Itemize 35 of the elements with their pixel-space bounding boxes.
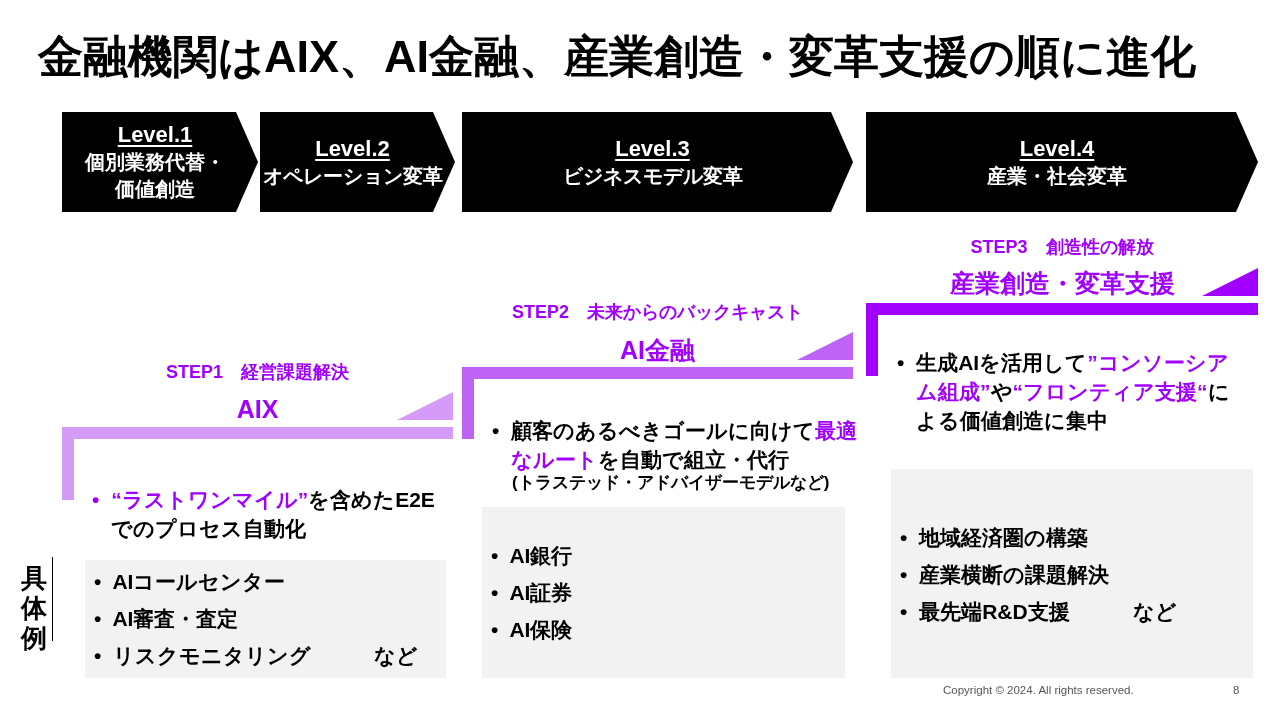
example-item: • AI審査・査定 bbox=[94, 606, 239, 632]
bullet-text: • 生成AIを活用して”コンソーシアム組成”や“フロンティア支援“による価値創造に集中 bbox=[897, 350, 1231, 434]
step-heading: STEP2 未来からのバックキャスト bbox=[512, 301, 803, 323]
level-description: 個別業務代替・価値創造 bbox=[84, 150, 226, 202]
example-item: • AIコールセンター bbox=[94, 569, 286, 595]
bullet-text: • “ラストワンマイル”を含めたE2Eでのプロセス自動化 bbox=[92, 487, 436, 542]
step-title: 産業創造・変革支援 bbox=[949, 268, 1175, 298]
example-item: • AI保険 bbox=[491, 617, 573, 643]
example-item: • AI証券 bbox=[491, 580, 573, 606]
level-description: オペレーション変革 bbox=[262, 163, 443, 189]
example-item: • 最先端R&D支援 など bbox=[900, 599, 1177, 626]
level-banner bbox=[462, 112, 853, 212]
level-label: Level.4 bbox=[1019, 134, 1095, 163]
step-heading: STEP3 創造性の解放 bbox=[970, 236, 1154, 258]
level-description: ビジネスモデル変革 bbox=[562, 163, 743, 189]
vertical-label: 具体例 bbox=[20, 563, 47, 653]
level-banner bbox=[260, 112, 455, 212]
page-title: 金融機関はAIX、AI金融、産業創造・変革支援の順に進化 bbox=[38, 30, 1196, 84]
example-item: • AI銀行 bbox=[491, 543, 573, 569]
step-title: AIX bbox=[236, 394, 279, 424]
level-label: Level.1 bbox=[117, 121, 193, 149]
level-description: 産業・社会変革 bbox=[987, 163, 1127, 189]
page-number: 8 bbox=[1233, 683, 1240, 697]
level-label: Level.3 bbox=[615, 134, 690, 163]
copyright-text: Copyright © 2024. All rights reserved. bbox=[943, 683, 1134, 697]
step-title: AI金融 bbox=[620, 335, 695, 365]
level-banner bbox=[62, 112, 258, 212]
step-heading: STEP1 経営課題解決 bbox=[166, 361, 349, 383]
example-item: • リスクモニタリング など bbox=[94, 643, 419, 670]
bullet-text: • 顧客のあるべきゴールに向けて最適なルートを自動で組立・代行 bbox=[492, 418, 859, 474]
example-item: • 産業横断の課題解決 bbox=[900, 562, 1110, 588]
level-banner bbox=[866, 112, 1258, 212]
level-label: Level.2 bbox=[315, 134, 390, 163]
note-text: (トラステッド・アドバイザーモデルなど) bbox=[512, 472, 830, 494]
example-item: • 地域経済圏の構築 bbox=[900, 525, 1089, 551]
